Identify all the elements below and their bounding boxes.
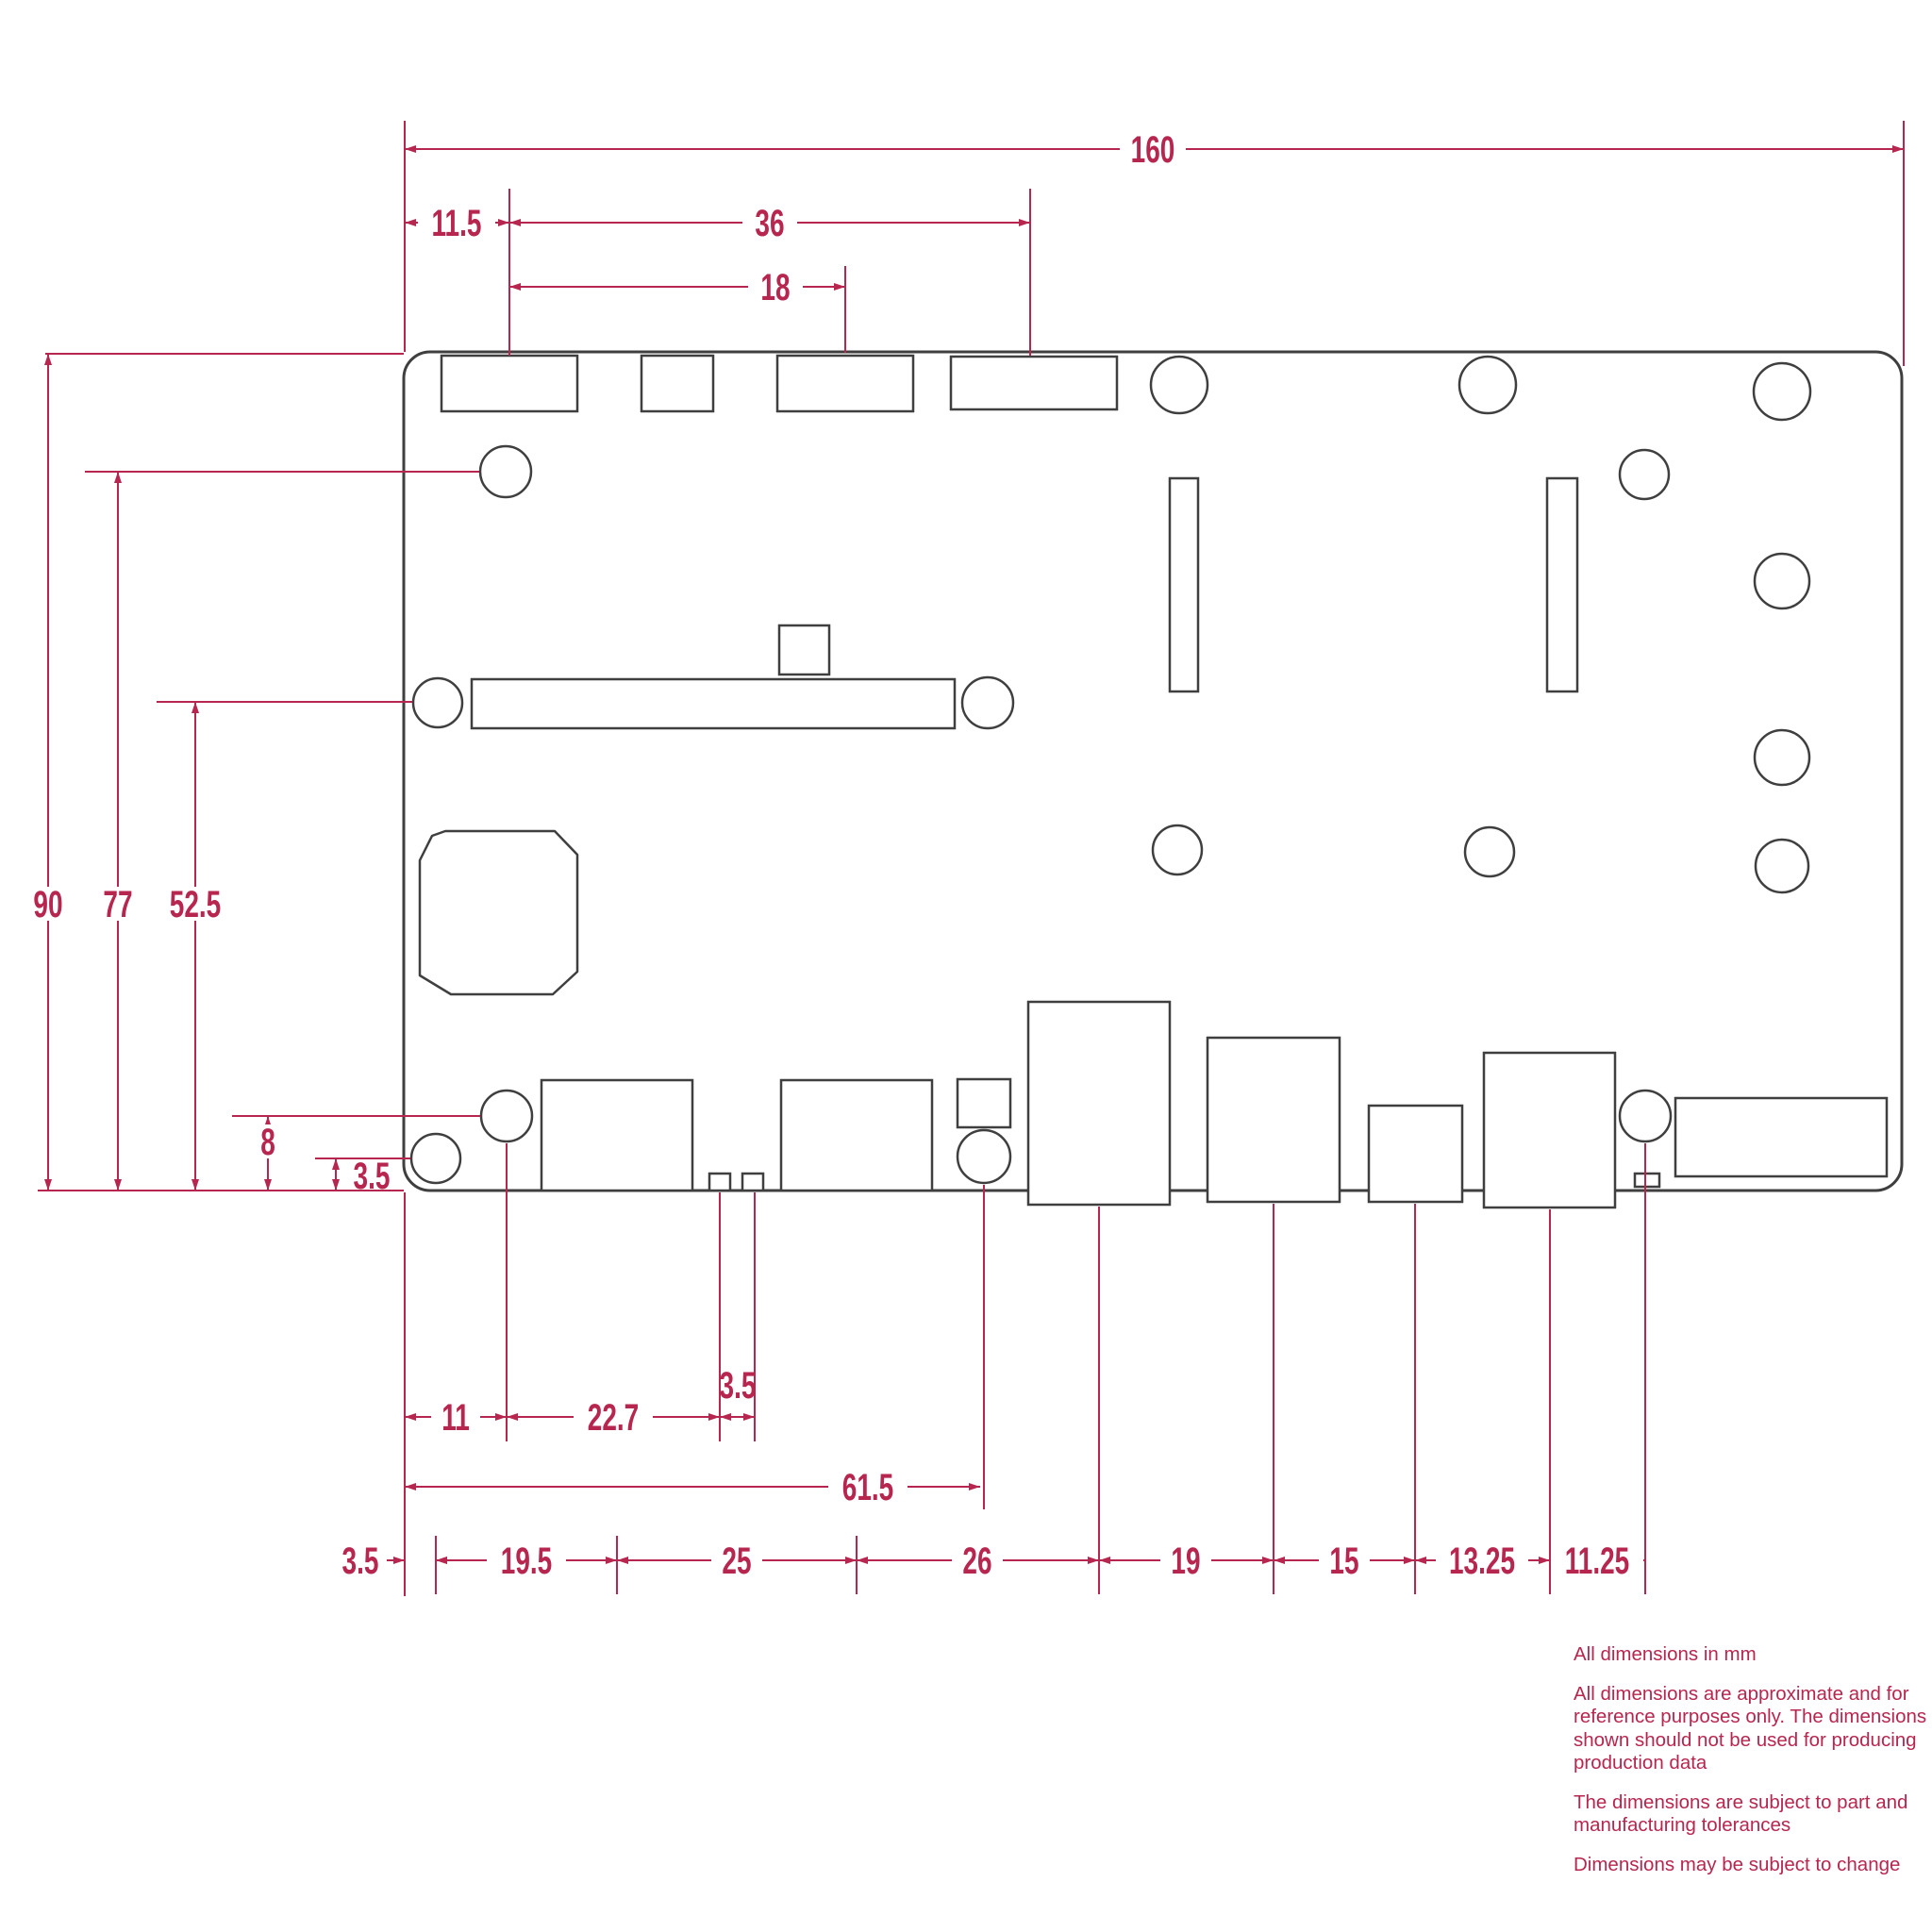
dim-label-90: 90: [33, 884, 62, 925]
note-approximate: All dimensions are approximate and for r…: [1574, 1682, 1927, 1774]
dim-label-61-5: 61.5: [842, 1467, 893, 1508]
dim-label-3-5-pads: 3.5: [720, 1365, 757, 1407]
slot-end-hole-right: [960, 675, 1015, 730]
mounting-hole-left-top: [478, 444, 533, 499]
note-tolerances: The dimensions are subject to part and m…: [1574, 1790, 1908, 1837]
dim-label-11-25: 11.25: [1565, 1541, 1630, 1582]
mounting-hole-left-bottom: [479, 1089, 534, 1143]
bottom-right-pad: [1633, 1172, 1661, 1189]
dim-label-19-5: 19.5: [501, 1541, 552, 1582]
hole-mid-b: [1463, 825, 1516, 878]
bottom-connector-a: [540, 1078, 694, 1192]
dim-label-25: 25: [722, 1541, 751, 1582]
dim-label-52-5: 52.5: [170, 884, 221, 925]
hole-top-c: [1752, 361, 1812, 422]
dim-label-160: 160: [1131, 129, 1175, 171]
top-connector-3: [775, 354, 915, 413]
slot-end-hole-left: [411, 676, 464, 729]
note-change: Dimensions may be subject to change: [1574, 1853, 1901, 1875]
dim-label-77: 77: [103, 884, 132, 925]
hole-mid-a: [1151, 824, 1204, 876]
bottom-pad-1: [708, 1172, 732, 1192]
bottom-circle-button: [956, 1128, 1012, 1185]
dim-label-3-5-chain: 3.5: [342, 1541, 379, 1582]
vertical-slot-1: [1168, 476, 1200, 693]
bottom-right-hole: [1618, 1089, 1673, 1143]
hole-right-b: [1753, 728, 1811, 787]
top-connector-1: [440, 354, 579, 413]
bottom-pad-2: [741, 1172, 765, 1192]
extension-lines: [38, 121, 1905, 1596]
dim-label-13-25: 13.25: [1449, 1541, 1515, 1582]
bottom-switch: [956, 1077, 1012, 1129]
dim-label-8: 8: [260, 1122, 275, 1163]
dim-label-11-5: 11.5: [432, 203, 482, 244]
vertical-slot-2: [1545, 476, 1579, 693]
dim-label-22-7: 22.7: [588, 1397, 639, 1439]
horizontal-slot: [470, 677, 957, 730]
dim-label-11: 11: [441, 1397, 470, 1439]
board-features: [409, 354, 1889, 1209]
bottom-connector-d: [1206, 1036, 1341, 1204]
dim-label-36: 36: [755, 203, 784, 244]
dim-label-26: 26: [962, 1541, 991, 1582]
bottom-connector-b: [779, 1078, 934, 1192]
hole-right-a: [1753, 552, 1811, 610]
corner-mounting-hole: [409, 1132, 462, 1185]
dimension-labels: 160 11.5 36 18 90 77 52.5 8 3.5 11 22.7 …: [33, 129, 1629, 1582]
top-connector-2: [640, 354, 715, 413]
hole-right-c: [1754, 838, 1810, 894]
dim-label-15: 15: [1329, 1541, 1358, 1582]
slot-key-square: [777, 624, 831, 676]
keepout-outline: [418, 829, 579, 996]
top-connector-4: [949, 355, 1119, 411]
dim-label-19: 19: [1171, 1541, 1200, 1582]
label-backgrounds: [22, 132, 1643, 1577]
hole-top-b: [1457, 355, 1518, 415]
bottom-connector-g: [1674, 1096, 1889, 1178]
dim-label-3-5-l: 3.5: [354, 1156, 391, 1197]
dim-label-18: 18: [760, 267, 790, 308]
note-units: All dimensions in mm: [1574, 1643, 1757, 1665]
bottom-connector-f: [1482, 1051, 1617, 1209]
hole-top-a: [1149, 355, 1209, 415]
hole-inner-right: [1618, 448, 1671, 501]
notes-block: All dimensions in mm All dimensions are …: [1574, 1643, 1932, 1892]
bottom-connector-c: [1026, 1000, 1172, 1207]
bottom-connector-e: [1367, 1104, 1464, 1204]
